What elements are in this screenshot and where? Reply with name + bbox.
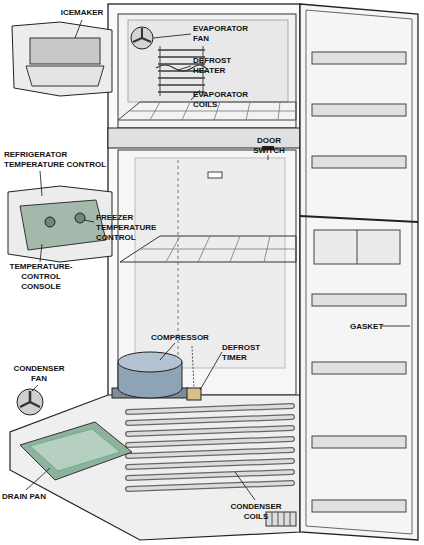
condenser-fan: [17, 389, 43, 415]
wire-shelf: [120, 236, 296, 262]
evaporator-fan: [131, 27, 153, 49]
cabinet: [118, 14, 296, 128]
leader-line: [200, 352, 222, 390]
leader-line: [153, 34, 191, 38]
part-label: DEFROST TIMER: [222, 343, 266, 363]
evaporator-fan: [131, 27, 153, 49]
part-label: FREEZER TEMPERATURE CONTROL: [96, 213, 166, 243]
machine-compartment: [10, 395, 300, 540]
part-label: COMPRESSOR: [145, 333, 215, 343]
part-label: DEFROST HEATER: [193, 56, 243, 76]
evaporator-fan: [133, 28, 151, 42]
wire-shelf: [140, 236, 296, 262]
door: [312, 294, 406, 306]
fresh-food-compartment: [118, 150, 296, 395]
icemaker: [30, 38, 100, 64]
leader-line: [84, 220, 94, 222]
door: [312, 52, 406, 64]
door: [357, 230, 358, 264]
door: [306, 10, 412, 534]
door: [312, 104, 406, 116]
fresh-food-compartment: [135, 158, 285, 368]
door: [300, 4, 418, 540]
part-label: EVAPORATOR COILS: [193, 90, 251, 110]
door: [300, 216, 418, 222]
leader-line: [40, 244, 42, 262]
door: [312, 362, 406, 374]
door: [312, 436, 406, 448]
fresh-food-compartment: [208, 172, 222, 178]
icemaker: [12, 22, 112, 96]
temperature-control-console: [45, 217, 55, 227]
cabinet: [128, 20, 288, 102]
fresh-food-compartment: [178, 160, 179, 362]
defrost-timer: [187, 346, 201, 400]
defrost-timer: [192, 346, 194, 388]
condenser-fan: [17, 389, 43, 415]
leader-line: [268, 155, 269, 160]
condenser-coils: [128, 406, 292, 489]
defrost-timer: [187, 388, 201, 400]
compressor: [118, 352, 182, 372]
cabinet: [108, 4, 300, 396]
leader-line: [178, 66, 191, 70]
leader-line: [75, 20, 82, 38]
part-label: EVAPORATOR FAN: [193, 24, 251, 44]
door: [300, 4, 418, 540]
temperature-control-console: [20, 200, 106, 250]
door: [312, 500, 406, 512]
leader-line: [32, 385, 38, 391]
door: [312, 156, 406, 168]
part-label: DOOR SWITCH: [248, 136, 290, 156]
condenser-coils: [128, 406, 292, 489]
leader-line: [235, 472, 255, 500]
part-label: REFRIGERATOR TEMPERATURE CONTROL: [4, 150, 119, 170]
front-grille: [266, 512, 296, 526]
drain-pan: [30, 429, 120, 471]
part-label: GASKET: [350, 322, 390, 332]
drain-pan: [20, 422, 132, 480]
icemaker: [26, 66, 104, 86]
front-grille: [272, 512, 290, 526]
wire-shelf: [120, 236, 296, 262]
cabinet: [108, 4, 300, 396]
door: [314, 230, 400, 264]
part-label: CONDENSER FAN: [6, 364, 72, 384]
part-label: CONDENSER COILS: [224, 502, 288, 522]
front-grille: [266, 512, 296, 526]
leader-line: [26, 468, 50, 490]
leader-line: [382, 326, 410, 327]
leader-line: [160, 343, 175, 360]
drain-pan: [20, 422, 132, 480]
condenser-coils: [128, 406, 292, 489]
fresh-food-compartment: [118, 150, 296, 395]
part-label: ICEMAKER: [47, 8, 117, 18]
compressor: [112, 352, 188, 398]
machine-compartment: [10, 395, 300, 540]
part-label: DRAIN PAN: [2, 492, 46, 502]
condenser-fan: [20, 391, 40, 407]
icemaker: [12, 22, 112, 96]
part-label: TEMPERATURE- CONTROL CONSOLE: [2, 262, 80, 292]
leader-line: [40, 171, 42, 196]
temperature-control-console: [75, 213, 85, 223]
leader-line: [26, 20, 410, 500]
